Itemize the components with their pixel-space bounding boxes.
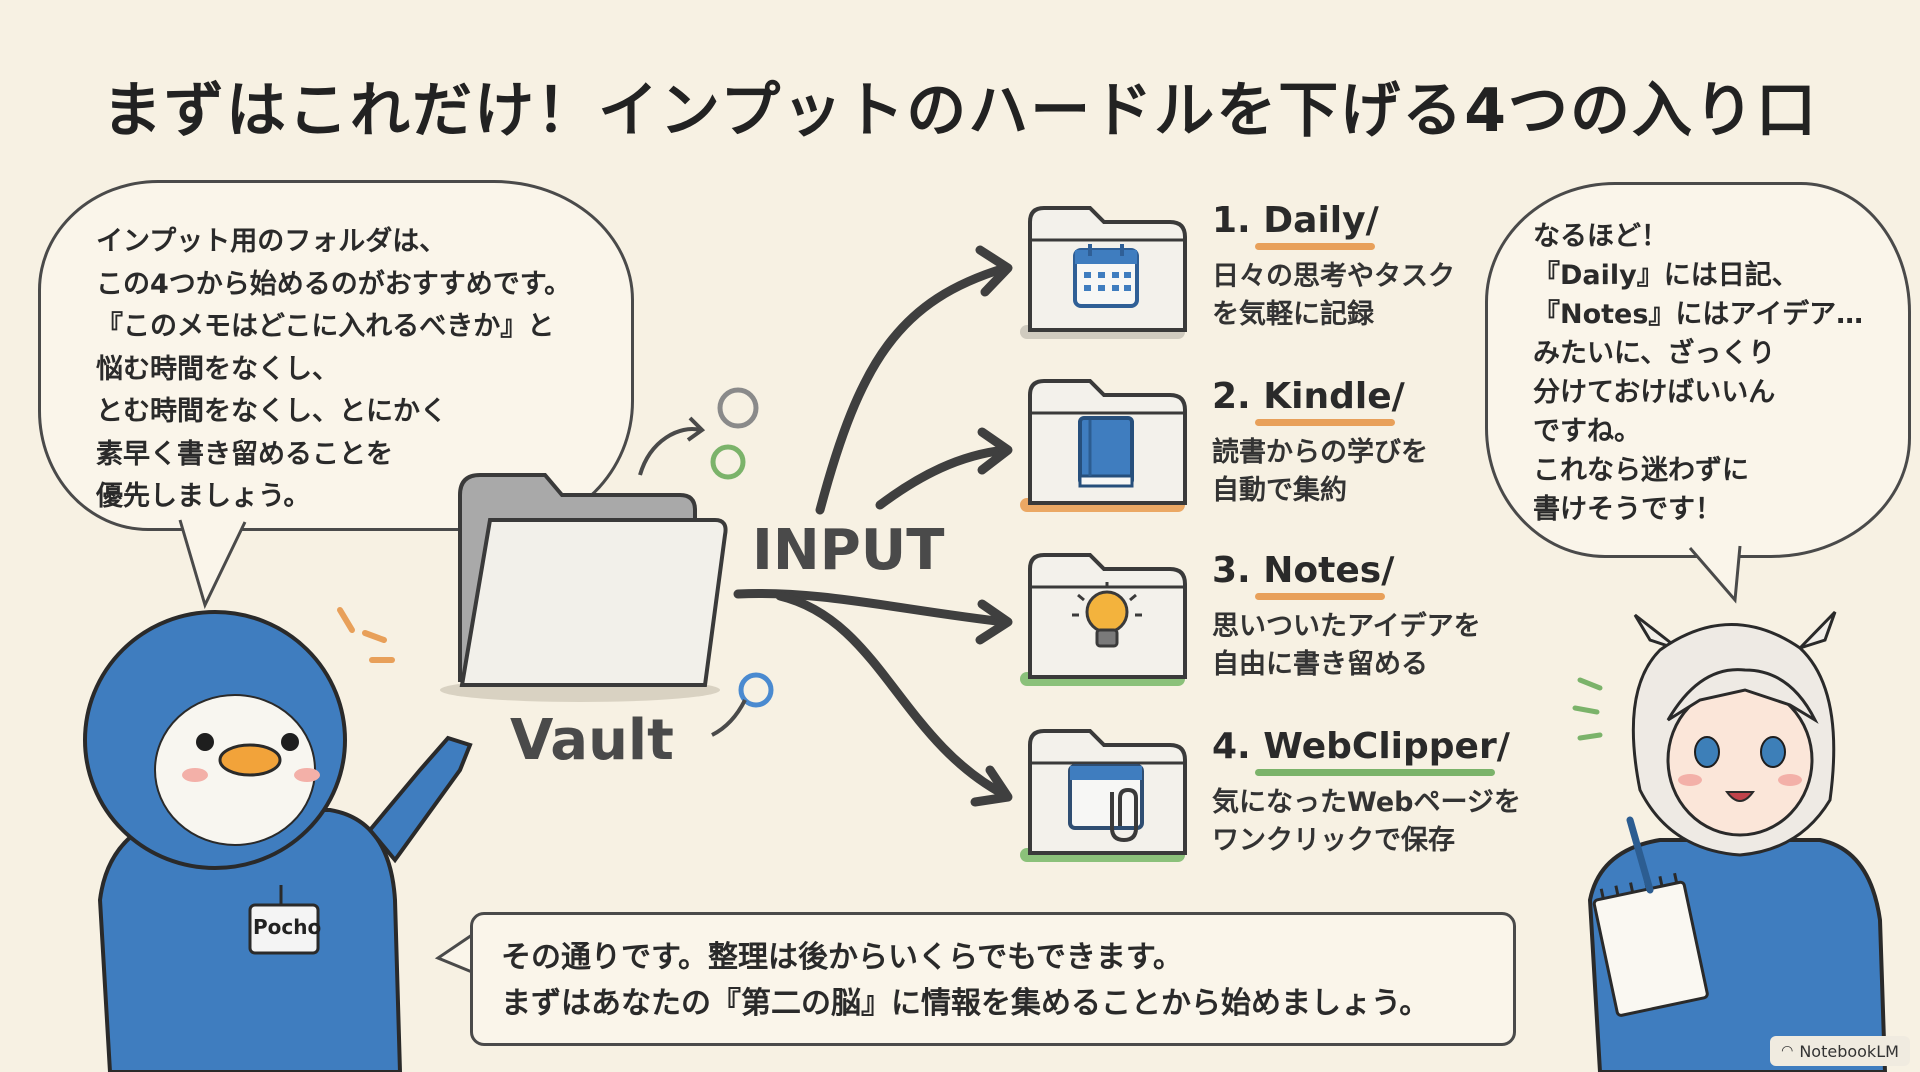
folder-number: 2. xyxy=(1212,376,1251,417)
penguin-speech-line: 優先しましょう。 xyxy=(96,481,311,512)
folder-desc-line: 読書からの学びを xyxy=(1212,437,1428,468)
folder-underline xyxy=(1255,593,1385,600)
folder-desc-line: ワンクリックで保存 xyxy=(1212,825,1455,856)
folder-name: WebClipper/ xyxy=(1263,726,1510,767)
girl-speech-line: 『Notes』にはアイデア… xyxy=(1533,299,1864,330)
folder-desc-line: 思いついたアイデアを xyxy=(1212,611,1481,642)
bottom-speech-text: その通りです。整理は後からいくらでもできます。 まずはあなたの『第二の脳』に情報… xyxy=(501,935,1429,1027)
folder-desc-daily: 日々の思考やタスク を気軽に記録 xyxy=(1212,258,1455,334)
folder-desc-webclipper: 気になったWebページを ワンクリックで保存 xyxy=(1212,784,1521,860)
girl-speech-line: 書けそうです！ xyxy=(1533,494,1722,525)
folder-title-notes: 3. Notes/ xyxy=(1212,550,1394,591)
bottom-box-tail xyxy=(434,933,473,974)
girl-speech-line: みたいに、ざっくり xyxy=(1533,338,1776,369)
folder-title-daily: 1. Daily/ xyxy=(1212,200,1379,241)
folder-number: 4. xyxy=(1212,726,1251,767)
girl-speech-line: 分けておけばいいん xyxy=(1533,377,1776,408)
folder-desc-line: 気になったWebページを xyxy=(1212,787,1521,818)
paperclip-icon xyxy=(1068,764,1144,843)
lightbulb-icon xyxy=(1072,582,1142,648)
folder-desc-line: 自動で集約 xyxy=(1212,475,1347,506)
bottom-speech-line: その通りです。整理は後からいくらでもできます。 xyxy=(501,940,1183,975)
penguin-speech-line: 素早く書き留めることを xyxy=(96,438,393,470)
folder-title-kindle: 2. Kindle/ xyxy=(1212,376,1405,417)
penguin-speech-line: 悩む時間をなくし、 xyxy=(96,353,339,385)
penguin-speech-line: 『このメモはどこに入れるべきか』と xyxy=(96,311,555,342)
doodle-arrow xyxy=(638,427,701,476)
notebooklm-watermark: ◠ NotebookLM xyxy=(1770,1036,1910,1066)
arrow-to-kindle xyxy=(875,445,1010,510)
bottom-speech-box: その通りです。整理は後からいくらでもできます。 まずはあなたの『第二の脳』に情報… xyxy=(470,912,1516,1046)
folder-desc-notes: 思いついたアイデアを 自由に書き留める xyxy=(1212,608,1481,684)
folder-number: 1. xyxy=(1212,200,1251,241)
page-title: まずはこれだけ！インプットのハードルを下げる4つの入り口 xyxy=(102,76,1818,146)
folder-desc-kindle: 読書からの学びを 自動で集約 xyxy=(1212,434,1428,510)
folder-title-webclipper: 4. WebClipper/ xyxy=(1212,726,1510,767)
input-label: INPUT xyxy=(752,518,945,583)
folder-name: Notes/ xyxy=(1263,550,1395,591)
folder-underline xyxy=(1255,419,1395,426)
penguin-bubble-tail xyxy=(178,519,247,610)
penguin-character xyxy=(83,607,473,1072)
calendar-icon xyxy=(1073,244,1139,308)
arrow-heads xyxy=(970,245,1013,807)
girl-speech-line: ですね。 xyxy=(1533,416,1641,447)
penguin-speech-bubble: インプット用のフォルダは、 この4つから始めるのがおすすめです。 『このメモはど… xyxy=(38,180,634,531)
penguin-name-badge: Pocho xyxy=(253,915,322,939)
girl-speech-line: 『Daily』には日記、 xyxy=(1533,260,1799,291)
arrow-to-webclipper xyxy=(775,591,1010,800)
arrow-to-daily xyxy=(815,263,1010,515)
vault-label: Vault xyxy=(510,708,674,773)
vault-folder-icon xyxy=(440,473,728,702)
penguin-speech-line: この4つから始めるのがおすすめです。 xyxy=(96,268,572,300)
girl-speech-line: なるほど！ xyxy=(1533,221,1668,252)
folder-underline xyxy=(1255,243,1375,250)
doodle-circle-gray xyxy=(717,387,759,429)
girl-speech-bubble: なるほど！ 『Daily』には日記、 『Notes』にはアイデア… みたいに、ざ… xyxy=(1485,182,1911,558)
book-icon xyxy=(1078,416,1134,488)
folder-name: Kindle/ xyxy=(1263,376,1405,417)
folder-number: 3. xyxy=(1212,550,1251,591)
folder-name: Daily/ xyxy=(1263,200,1379,241)
doodle-squiggle xyxy=(711,699,747,737)
penguin-speech-text: インプット用のフォルダは、 この4つから始めるのがおすすめです。 『このメモはど… xyxy=(96,221,571,519)
notebooklm-logo-icon: ◠ xyxy=(1781,1043,1794,1059)
bottom-speech-line: まずはあなたの『第二の脳』に情報を集めることから始めましょう。 xyxy=(501,986,1430,1021)
girl-bubble-tail xyxy=(1688,545,1742,604)
folder-desc-line: 日々の思考やタスク xyxy=(1212,261,1455,292)
flow-arrows xyxy=(733,263,1010,800)
watermark-text: NotebookLM xyxy=(1799,1041,1899,1061)
girl-speech-text: なるほど！ 『Daily』には日記、 『Notes』にはアイデア… みたいに、ざ… xyxy=(1533,217,1863,529)
doodle-circle-blue xyxy=(738,672,774,708)
doodle-circle-green xyxy=(710,444,746,480)
folder-desc-line: を気軽に記録 xyxy=(1212,299,1374,330)
girl-character xyxy=(1572,610,1888,1072)
folder-desc-line: 自由に書き留める xyxy=(1212,649,1428,680)
doodle-arrow-head xyxy=(686,416,706,442)
penguin-speech-line: とむ時間をなくし、とにかく xyxy=(96,396,447,427)
folder-underline xyxy=(1255,769,1495,776)
penguin-speech-line: インプット用のフォルダは、 xyxy=(96,226,447,257)
arrow-to-notes xyxy=(733,589,1010,627)
girl-speech-line: これなら迷わずに xyxy=(1533,455,1749,486)
